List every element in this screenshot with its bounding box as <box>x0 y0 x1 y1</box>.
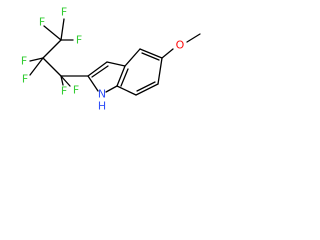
atom-label-layer: F F F F F F F O N H <box>21 6 185 113</box>
bond-c1-c2 <box>42 39 62 59</box>
atom-f7-label: F <box>73 84 79 97</box>
bond-c1-f1 <box>60 18 65 41</box>
bond-c3-f7 <box>60 75 71 87</box>
bond-n1-c2ind <box>87 75 99 92</box>
bond-c2ind-c3ind-double <box>91 65 109 78</box>
bond-c3-f6 <box>60 75 64 86</box>
bond-c6-c7-double <box>136 81 156 92</box>
bond-c4-c5-double <box>141 52 160 61</box>
atom-f2-label: F <box>76 34 82 47</box>
bond-c3ind-c3a <box>106 61 126 67</box>
atom-f1-label: F <box>61 6 67 19</box>
atom-n1-label: N <box>98 88 106 101</box>
atom-h1-label: H <box>98 100 106 113</box>
atom-f5-label: F <box>22 73 28 86</box>
atom-f3-label: F <box>39 16 45 29</box>
bond-c6-c7 <box>135 83 159 96</box>
bond-c2-c3 <box>42 57 62 77</box>
bond-c7a-n1 <box>105 85 118 93</box>
bond-c1-f3 <box>43 25 62 41</box>
atom-f6-label: F <box>61 85 67 98</box>
bond-c4-c5 <box>139 48 163 59</box>
bond-c5-c6 <box>157 57 163 85</box>
bond-c2ind-c3ind <box>87 61 108 77</box>
bond-c3a-c7a <box>116 65 126 87</box>
molecule-structure: F F F F F F F O N H <box>21 6 201 113</box>
bond-o1-ch3 <box>186 33 201 43</box>
bond-layer <box>29 18 201 96</box>
bond-c7-c7a <box>116 85 137 96</box>
atom-o1-label: O <box>176 39 185 52</box>
bond-c5-o1 <box>161 48 174 59</box>
bond-c3a-c7a-double <box>120 68 129 87</box>
bond-c2-f4 <box>29 57 44 62</box>
atom-f4-label: F <box>21 55 27 68</box>
bond-c2-f5 <box>29 57 44 76</box>
bond-c3a-c4 <box>124 48 141 67</box>
